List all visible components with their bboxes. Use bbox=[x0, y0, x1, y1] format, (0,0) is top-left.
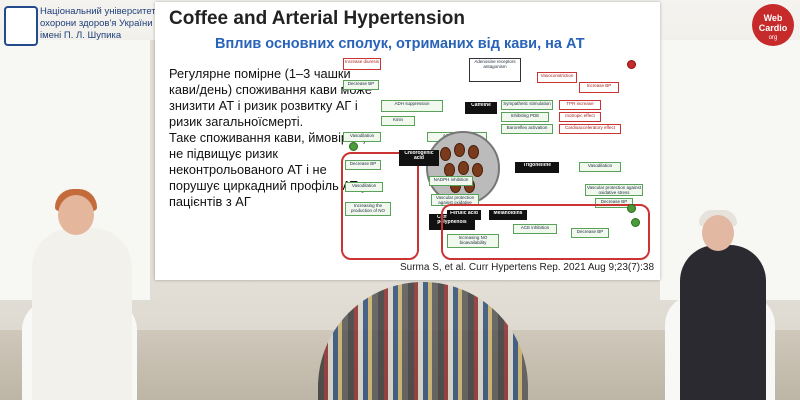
diagram-marker-green-3 bbox=[631, 218, 640, 227]
diagram-vasodilation-3: Vasodilation bbox=[345, 182, 383, 192]
diagram-marker-green-1 bbox=[349, 142, 358, 151]
diagram-vasodilation-1: Vasodilation bbox=[343, 132, 381, 142]
diagram-marker-red bbox=[627, 60, 636, 69]
slide-paragraph-2: Таке споживання кави, ймовірно, не підви… bbox=[169, 130, 368, 209]
diagram-pde: Inhibiting PDE bbox=[501, 112, 549, 122]
diagram-increased-no: Increasing NO bioavailability bbox=[447, 234, 499, 248]
diagram-baroreflex: Baroreflex activation bbox=[501, 124, 553, 134]
diagram-cardio: Cardioacceleratory effect bbox=[559, 124, 621, 134]
diagram-ferulic: Ferulic acid bbox=[447, 210, 481, 220]
coffee-mechanism-diagram: Increase diuresis Decrease BP ADH suppre… bbox=[341, 54, 656, 260]
university-name: Національний університет охорони здоров'… bbox=[40, 6, 156, 41]
presenter-right-face bbox=[702, 215, 734, 251]
slide-subtitle: Вплив основних сполук, отриманих від кав… bbox=[215, 36, 585, 52]
diagram-sympathetic: Sympathetic stimulation bbox=[501, 100, 553, 110]
diagram-decrease-bp-4: Decrease BP bbox=[595, 198, 633, 208]
diagram-decrease-bp-3: Decrease BP bbox=[571, 228, 609, 238]
diagram-chlorogenic: Chlorogenic acid bbox=[399, 150, 439, 166]
presentation-slide: Coffee and Arterial Hypertension Вплив о… bbox=[155, 2, 660, 280]
presenter-right bbox=[680, 245, 766, 400]
diagram-marker-green-2 bbox=[627, 204, 636, 213]
diagram-no-production: Increasing the production of NO bbox=[345, 202, 391, 216]
diagram-vascular-protection-2: Vascular protection against oxidative st… bbox=[585, 184, 643, 196]
diagram-diuresis: Increase diuresis bbox=[343, 58, 381, 70]
diagram-decrease-bp-2: Decrease BP bbox=[345, 160, 381, 170]
presenter-left-face bbox=[58, 195, 94, 235]
university-logo bbox=[4, 6, 38, 46]
diagram-group-ferulic: Ferulic acid Melanoidins ACE inhibition … bbox=[441, 204, 650, 260]
diagram-trigonelline: Trigonelline bbox=[515, 162, 559, 173]
diagram-inotropic: Inotropic effect bbox=[559, 112, 601, 122]
presenter-left bbox=[32, 228, 132, 400]
diagram-vasoconstriction: Vasoconstriction bbox=[537, 72, 577, 83]
diagram-vasodilation-2: Vasodilation bbox=[579, 162, 621, 172]
diagram-adh: ADH suppression bbox=[381, 100, 443, 112]
diagram-adenosine: Adenosine receptors antagonism bbox=[469, 58, 521, 82]
slide-paragraph-1: Регулярне помірне (1–3 чашки кави/день) … bbox=[169, 66, 372, 129]
diagram-ace-inhibition-2: ACE inhibition bbox=[513, 224, 557, 234]
diagram-nadph: NADPH inhibition bbox=[429, 176, 473, 186]
diagram-kinin: Kinin bbox=[381, 116, 415, 126]
diagram-caffeine: Caffeine bbox=[465, 102, 497, 114]
diagram-decrease-bp-1: Decrease BP bbox=[343, 80, 379, 90]
diagram-tpr: TPR increase bbox=[559, 100, 601, 110]
diagram-melanoidins: Melanoidins bbox=[489, 210, 527, 220]
slide-title: Coffee and Arterial Hypertension bbox=[169, 8, 465, 29]
slide-body: Регулярне помірне (1–3 чашки кави/день) … bbox=[169, 66, 374, 210]
diagram-increase-bp: Increase BP bbox=[579, 82, 619, 93]
slide-citation: Surma S, et al. Curr Hypertens Rep. 2021… bbox=[400, 262, 655, 273]
diagram-group-chlorogenic: Decrease BP Vasodilation Increasing the … bbox=[341, 152, 419, 260]
